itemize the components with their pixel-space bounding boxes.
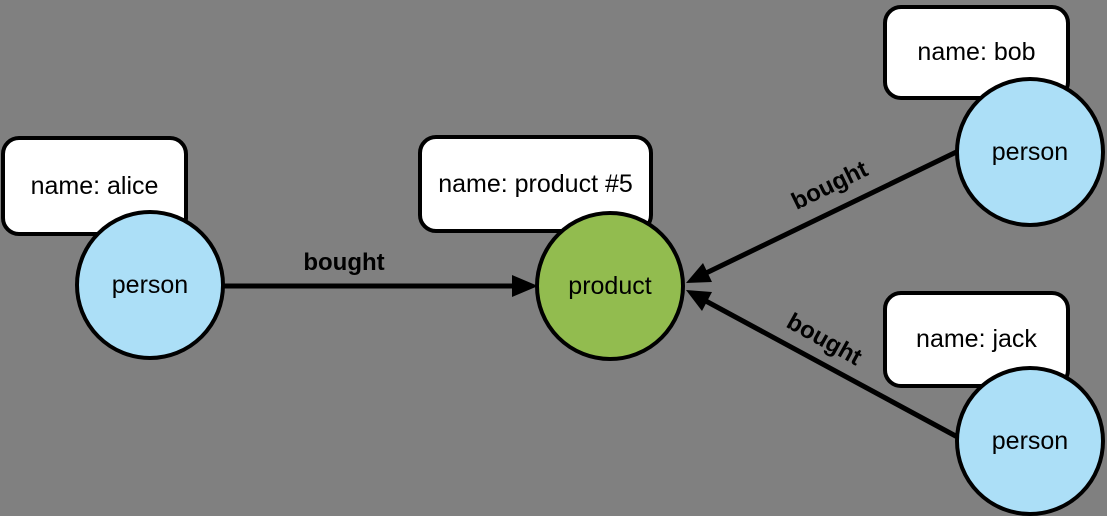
property-text-bob: name: bob [917, 38, 1036, 66]
edge-bob-bought-product [686, 140, 977, 283]
arrowhead-icon [686, 290, 712, 311]
node-label-product: product [568, 271, 652, 300]
property-text-product: name: product #5 [438, 169, 633, 198]
edge-line [700, 140, 977, 278]
edge-jack-bought-product [686, 290, 978, 450]
edge-alice-bought-product [222, 275, 538, 297]
arrowhead-icon [686, 263, 712, 283]
property-text-alice: name: alice [30, 171, 159, 200]
node-bob: person [955, 77, 1105, 227]
node-product: product [535, 211, 685, 361]
arrowhead-icon [512, 275, 538, 297]
node-label-bob: person [991, 137, 1069, 166]
node-jack: person [955, 366, 1105, 516]
property-text-jack: name: jack [916, 325, 1037, 353]
edge-label-alice-bought: bought [303, 249, 385, 276]
node-label-jack: person [991, 426, 1069, 455]
node-alice: person [75, 210, 225, 360]
edge-line [702, 297, 978, 450]
node-label-alice: person [111, 270, 189, 299]
